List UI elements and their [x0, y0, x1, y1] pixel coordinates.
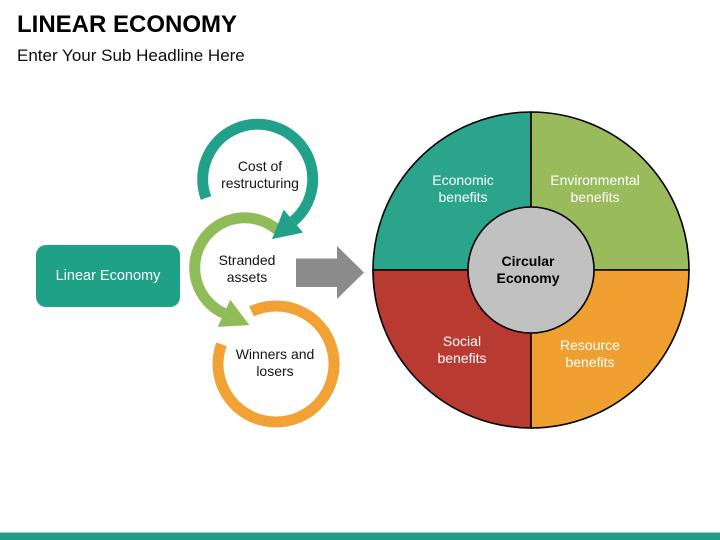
step-label-stranded-assets: Stranded assets: [218, 252, 276, 285]
step-label-cost-of-restructuring: Cost of restructuring: [221, 158, 299, 191]
circular-economy-label: Circular Economy: [496, 253, 560, 286]
slide-subtitle: Enter Your Sub Headline Here: [17, 46, 245, 65]
segment-label-environmental-benefits: Environmental benefits: [550, 172, 640, 205]
segment-label-resource-benefits: Resource benefits: [560, 337, 620, 370]
step-label-winners-and-losers: Winners and losers: [235, 346, 315, 379]
slide-title: LINEAR ECONOMY: [17, 11, 238, 38]
winners-losers-ring-arc: [212, 300, 340, 428]
cost-restructuring-arrowhead-icon: [271, 209, 304, 240]
segment-label-social-benefits: Social benefits: [437, 333, 487, 366]
segment-label-economic-benefits: Economic benefits: [432, 172, 494, 205]
circular-economy-hub: [467, 206, 595, 334]
stranded-assets-arrowhead-icon: [217, 299, 250, 327]
stranded-assets-ring-arc: [189, 212, 281, 319]
cost-restructuring-ring-arc: [197, 118, 319, 226]
linear-economy-label: Linear Economy: [55, 268, 161, 284]
linear-economy-box: Linear Economy: [36, 245, 180, 307]
flow-right-arrow-icon: [296, 246, 364, 299]
slide-accent-bar: [0, 532, 720, 540]
